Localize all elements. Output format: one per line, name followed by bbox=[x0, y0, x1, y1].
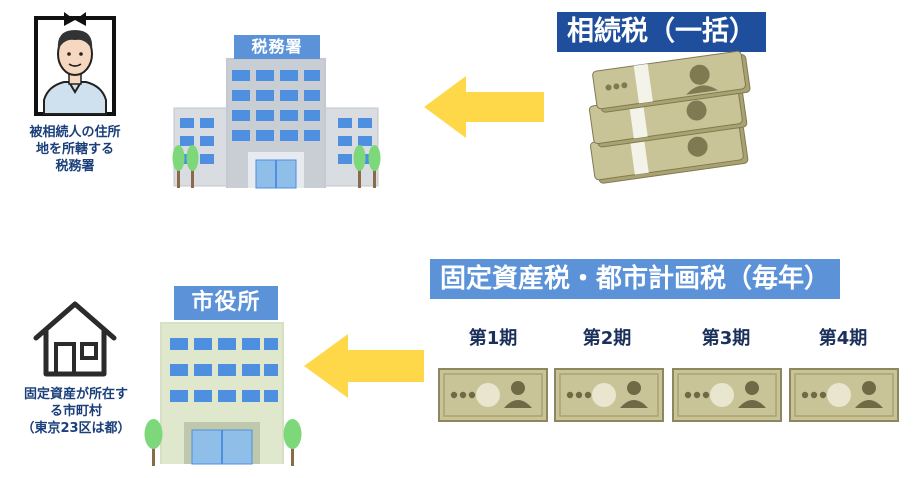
banknote-bundle-icon bbox=[588, 50, 751, 184]
property-tax-banner: 固定資産税・都市計画税（毎年） bbox=[430, 259, 841, 299]
taxpayer-caption-line: 被相続人の住所 bbox=[29, 125, 121, 140]
installment-label: 第3期 bbox=[701, 328, 751, 349]
banknote-icon bbox=[789, 368, 899, 422]
property-caption: 固定資産が所在す る市町村 （東京23区は都） bbox=[6, 386, 146, 437]
city-hall-sign: 市役所 bbox=[174, 286, 278, 320]
property-caption-line: （東京23区は都） bbox=[21, 421, 131, 436]
banknote-icon bbox=[554, 368, 664, 422]
property-caption-line: る市町村 bbox=[49, 404, 102, 419]
banknote-icon bbox=[438, 368, 548, 422]
left-arrow-icon bbox=[304, 334, 424, 398]
banknote-icon bbox=[672, 368, 782, 422]
installment-label: 第1期 bbox=[468, 328, 518, 349]
taxpayer-caption: 被相続人の住所 地を所轄する 税務署 bbox=[10, 124, 140, 175]
portrait-person-icon bbox=[34, 12, 116, 116]
tax-office-building-icon bbox=[172, 58, 381, 189]
house-icon bbox=[33, 301, 117, 377]
property-caption-line: 固定資産が所在す bbox=[23, 387, 128, 402]
city-hall-building-icon bbox=[144, 322, 302, 466]
installment-label: 第4期 bbox=[818, 328, 868, 349]
installment-label: 第2期 bbox=[582, 328, 632, 349]
taxpayer-caption-line: 地を所轄する bbox=[35, 142, 114, 157]
taxpayer-caption-line: 税務署 bbox=[55, 159, 95, 174]
inheritance-tax-banner: 相続税（一括） bbox=[557, 12, 766, 52]
left-arrow-icon bbox=[424, 76, 544, 138]
tax-office-sign: 税務署 bbox=[234, 35, 320, 59]
